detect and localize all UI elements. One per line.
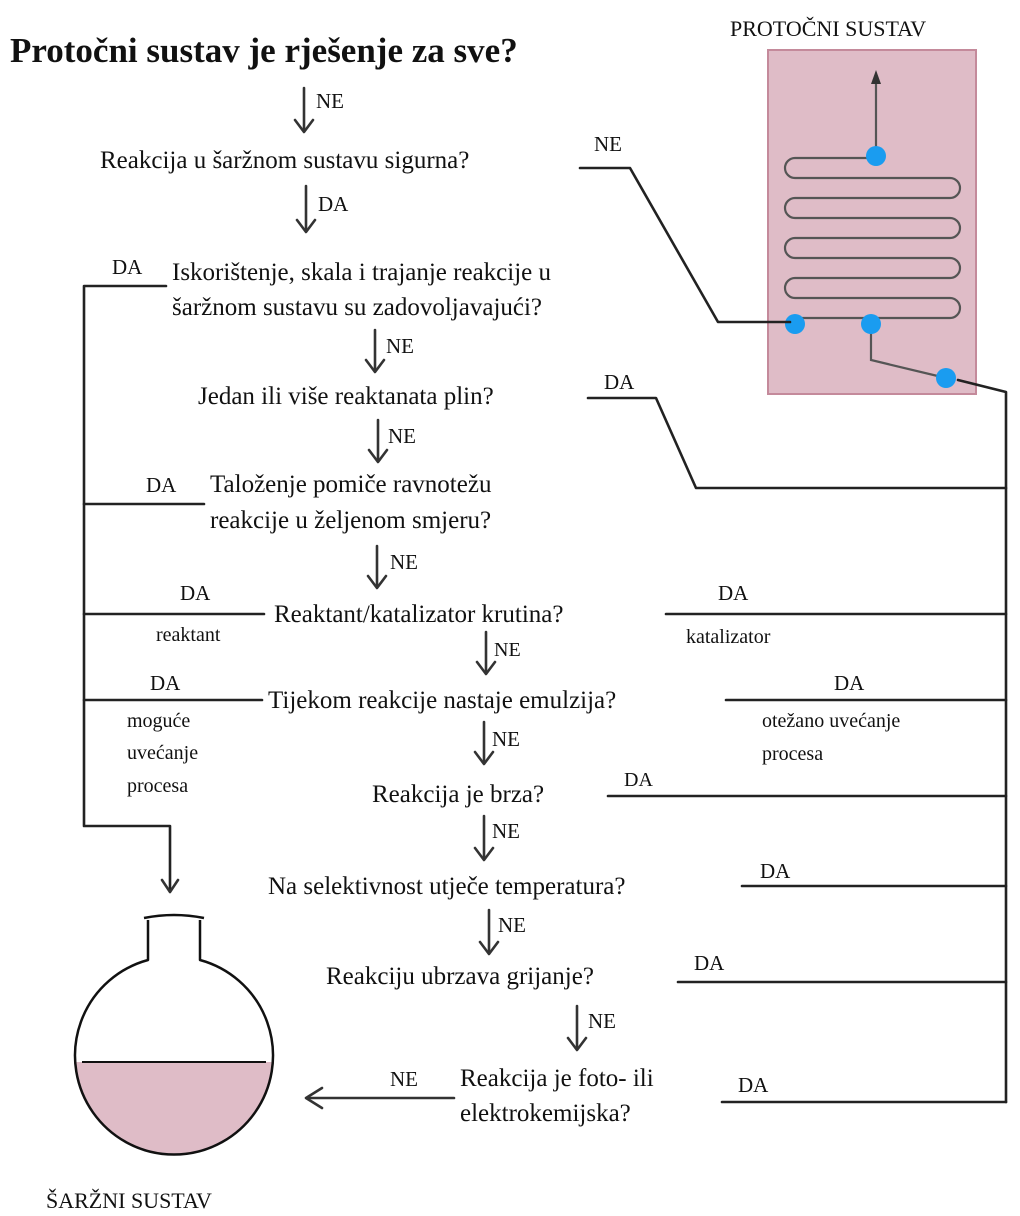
q6-note-left-line-3: procesa [127,775,188,797]
down-arrow-icon [478,908,500,956]
edge-label-da: DA [112,255,143,279]
edge-label-ne: NE [594,132,622,156]
edge-label-ne: NE [316,89,344,113]
q5-note-left: reaktant [156,624,221,646]
outlet-arrow-icon [871,70,881,84]
edge-label-da: DA [150,671,181,695]
down-arrow-icon [367,418,389,464]
edge-label-ne: NE [492,727,520,751]
question-2-line-1: Iskorištenje, skala i trajanje reakcije … [172,259,552,286]
down-arrow-icon [473,814,495,862]
edge-label-ne: NE [588,1009,616,1033]
question-1: Reakcija u šaržnom sustavu sigurna? [100,147,469,174]
edge-label-ne: NE [390,1067,418,1091]
q5-note-right: katalizator [686,626,771,648]
edge-label-ne: NE [494,639,521,661]
batch-arrow-icon [160,878,180,894]
batch-connectors [82,284,456,1110]
question-8: Na selektivnost utječe temperatura? [268,873,625,900]
down-arrow-icon [364,328,386,374]
batch-system-label: ŠARŽNI SUSTAV [46,1188,212,1213]
inlet-dot-c [936,368,956,388]
q6-note-right-line-2: procesa [762,743,823,765]
edge-label-da: DA [760,859,791,883]
edge-label-da: DA [718,581,749,605]
edge-label-da: DA [624,769,653,791]
question-10-line-2: elektrokemijska? [460,1100,631,1127]
down-arrow-icon [475,630,497,676]
inlet-dot-b [861,314,881,334]
edge-label-da: DA [318,192,349,216]
question-9: Reakciju ubrzava grijanje? [326,963,594,990]
outlet-dot [866,146,886,166]
q6-note-right-line-1: otežano uvećanje [762,710,900,732]
flow-connectors [578,166,1008,1104]
flow-reactor [767,49,977,395]
edge-label-ne: NE [492,819,520,843]
question-2-line-2: šaržnom sustavu su zadovoljavajući? [172,294,542,321]
down-arrow-icon [293,86,315,134]
flask-liquid [74,1062,273,1155]
q6-note-left-line-2: uvećanje [127,742,198,764]
edge-label-ne: NE [498,913,526,937]
flow-reactor-coil [783,156,962,320]
down-arrow-icon [473,720,495,766]
batch-collector-line [82,284,172,892]
diagram-title: Protočni sustav je rješenje za sve? [10,31,518,70]
question-4-line-1: Taloženje pomiče ravnotežu [210,471,492,498]
flow-system-label: PROTOČNI SUSTAV [730,16,926,41]
question-3: Jedan ili više reaktanata plin? [198,383,494,410]
edge-label-da: DA [834,671,865,695]
edge-label-da: DA [180,581,211,605]
edge-label-da: DA [694,951,725,975]
edge-label-ne: NE [388,424,416,448]
q10-no-arrow-icon [304,1086,324,1110]
q3-yes-connector [586,396,1008,490]
flask-lip [143,913,205,920]
batch-flask-icon [73,913,275,1156]
edge-label-da: DA [604,370,635,394]
edge-label-ne: NE [386,334,414,358]
question-7: Reakcija je brza? [372,781,544,808]
question-4-line-2: reakcije u željenom smjeru? [210,507,491,534]
down-arrow-icon [366,544,388,590]
inlet-dot-a [785,314,805,334]
question-10-line-1: Reakcija je foto- ili [460,1065,654,1092]
edge-label-da: DA [738,1073,769,1097]
edge-label-ne: NE [390,550,418,574]
flow-collector-line [956,378,1008,1104]
q1-no-connector [578,166,792,324]
q6-note-left-line-1: moguće [127,710,190,732]
question-6: Tijekom reakcije nastaje emulzija? [268,687,616,714]
question-5: Reaktant/katalizator krutina? [274,601,563,628]
edge-label-da: DA [146,473,177,497]
down-arrow-icon [295,184,317,234]
down-arrows [293,86,588,1052]
down-arrow-icon [566,1004,588,1052]
flask-outline [73,920,275,1156]
inlet-tube [869,324,947,380]
